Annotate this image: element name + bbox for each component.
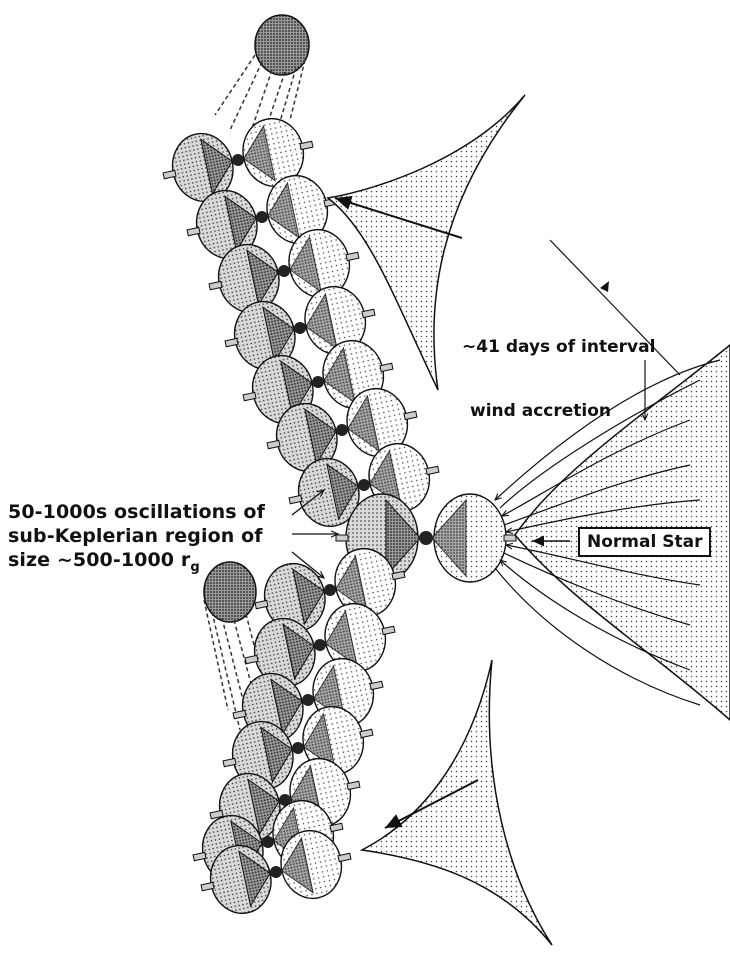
oscillation-line-1: 50-1000s oscillations of bbox=[8, 500, 265, 524]
normal-star-label: Normal Star bbox=[578, 527, 711, 557]
oscillation-line-2: sub-Keplerian region of bbox=[8, 524, 265, 548]
interval-label: ~41 days of interval bbox=[462, 337, 655, 357]
oscillation-annotation: 50-1000s oscillations of sub-Keplerian r… bbox=[8, 500, 265, 580]
wind-accretion-label: wind accretion bbox=[470, 401, 611, 421]
lower-lobe bbox=[362, 660, 552, 945]
oscillation-line-3-text: size ~500-1000 r bbox=[8, 549, 190, 571]
oscillation-line-3: size ~500-1000 rg bbox=[8, 548, 265, 580]
gravitational-radius-subscript: g bbox=[190, 560, 199, 575]
